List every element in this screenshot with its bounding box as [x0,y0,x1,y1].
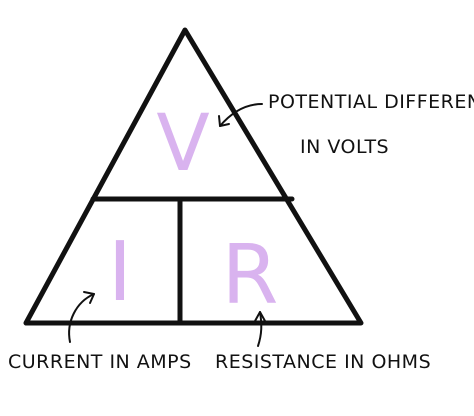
resistance-label: RESISTANCE IN OHMS [215,351,431,373]
resistance-arrow [254,311,266,347]
current-arrow [68,291,95,343]
triangle-outline [23,27,364,326]
letter-v: V [156,99,209,189]
letter-r: R [222,228,279,323]
voltage-label-line2: IN VOLTS [300,136,389,158]
letter-i: I [108,225,132,320]
voltage-label-line1: POTENTIAL DIFFERENCE [268,91,474,113]
current-label: CURRENT IN AMPS [8,351,192,373]
voltage-arrow [218,103,263,127]
